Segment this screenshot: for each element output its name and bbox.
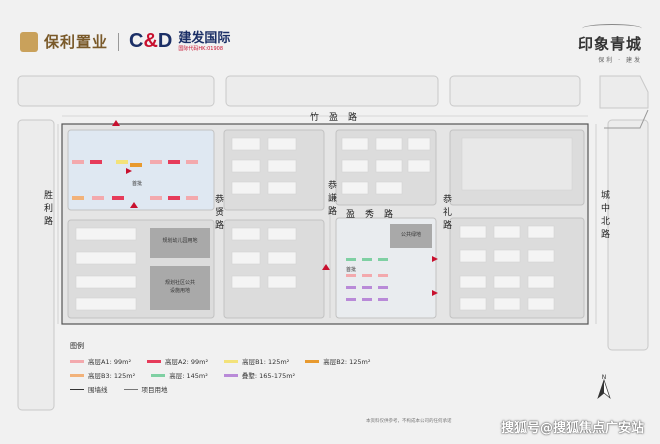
project-sub: 保利 · 建发 bbox=[598, 57, 642, 64]
plot-south-east2 bbox=[449, 217, 585, 319]
facility-community-line2: 设施用地 bbox=[169, 287, 190, 294]
legend-item-145: 高层: 145m² bbox=[151, 370, 208, 380]
legend-row-1: 高层A1: 99m² 高层A2: 99m² 高层B1: 125m² 高层B2: … bbox=[70, 356, 550, 366]
first-batch-units-west bbox=[72, 160, 198, 200]
watermark-text: 搜狐号@搜狐焦点广安站 bbox=[500, 421, 644, 436]
legend-item-b3: 高层B3: 125m² bbox=[70, 370, 135, 380]
facility-green: 公共绿地 bbox=[400, 232, 421, 238]
road-label-left: 胜利路 bbox=[42, 190, 52, 229]
first-batch-label-west: 首批 bbox=[132, 181, 143, 187]
brand-divider bbox=[118, 32, 120, 51]
road-label-inner-h: 盈秀路 bbox=[346, 210, 404, 220]
legend-row-3: 围墙线 项目用地 bbox=[70, 384, 550, 394]
facility-community: 规划社区公共 设施用地 bbox=[152, 280, 208, 295]
legend-item-b2: 高层B2: 125m² bbox=[305, 356, 371, 366]
road-label-inner-v2: 恭謙路 bbox=[326, 180, 336, 219]
legend-row-2: 高层B3: 125m² 高层: 145m² 叠墅: 165-175m² bbox=[70, 370, 550, 380]
legend-item-wall: 围墙线 bbox=[70, 384, 108, 394]
road-label-inner-v3: 恭礼路 bbox=[441, 194, 451, 233]
road-label-top: 竹盈路 bbox=[310, 113, 368, 123]
public-green-land bbox=[390, 224, 432, 248]
project-name: 印象青城 bbox=[577, 35, 642, 53]
disclaimer-text: 本资料仅供参考，不构成本公司的任何承诺 bbox=[366, 419, 452, 424]
poly-brand-text: 保利置业 bbox=[44, 33, 109, 51]
surrounding-blocks bbox=[17, 75, 649, 411]
legend-item-a1: 高层A1: 99m² bbox=[70, 356, 131, 366]
svg-text:N: N bbox=[602, 374, 607, 381]
legend-item-villa: 叠墅: 165-175m² bbox=[223, 370, 295, 380]
road-label-inner-v1: 恭贤路 bbox=[213, 194, 223, 233]
brand-header: 保利置业 C&D 建发国际 国际代码HK:01908 bbox=[20, 30, 230, 53]
plot-northwest bbox=[67, 129, 215, 211]
poly-logo-icon bbox=[20, 31, 38, 52]
kindergarten-land bbox=[150, 228, 210, 258]
facility-community-line1: 规划社区公共 bbox=[164, 280, 195, 286]
map-legend: 图例 高层A1: 99m² 高层A2: 99m² 高层B1: 125m² 高层B… bbox=[70, 341, 550, 398]
cd-logo: C&D bbox=[129, 30, 173, 52]
first-batch-units-east bbox=[346, 258, 388, 301]
cd-brand-cn: 建发国际 bbox=[178, 30, 231, 46]
road-label-right: 城中北路 bbox=[599, 190, 609, 242]
first-batch-label-east: 首批 bbox=[346, 267, 357, 273]
north-arrow-icon: N bbox=[597, 374, 611, 400]
legend-item-project-land: 项目用地 bbox=[123, 384, 168, 394]
roof-icon bbox=[582, 24, 642, 33]
legend-item-b1: 高层B1: 125m² bbox=[224, 356, 289, 366]
project-logo: 印象青城 保利 · 建发 bbox=[578, 24, 642, 64]
cd-brand-en: 国际代码HK:01908 bbox=[178, 45, 224, 52]
community-facility-land bbox=[150, 266, 210, 310]
legend-title: 图例 bbox=[70, 342, 84, 350]
legend-item-a2: 高层A2: 99m² bbox=[147, 356, 208, 366]
cd-brand-name: 建发国际 国际代码HK:01908 bbox=[178, 32, 230, 52]
entrance-markers bbox=[112, 120, 438, 296]
facility-kindergarten: 规划幼儿园用地 bbox=[162, 238, 198, 244]
